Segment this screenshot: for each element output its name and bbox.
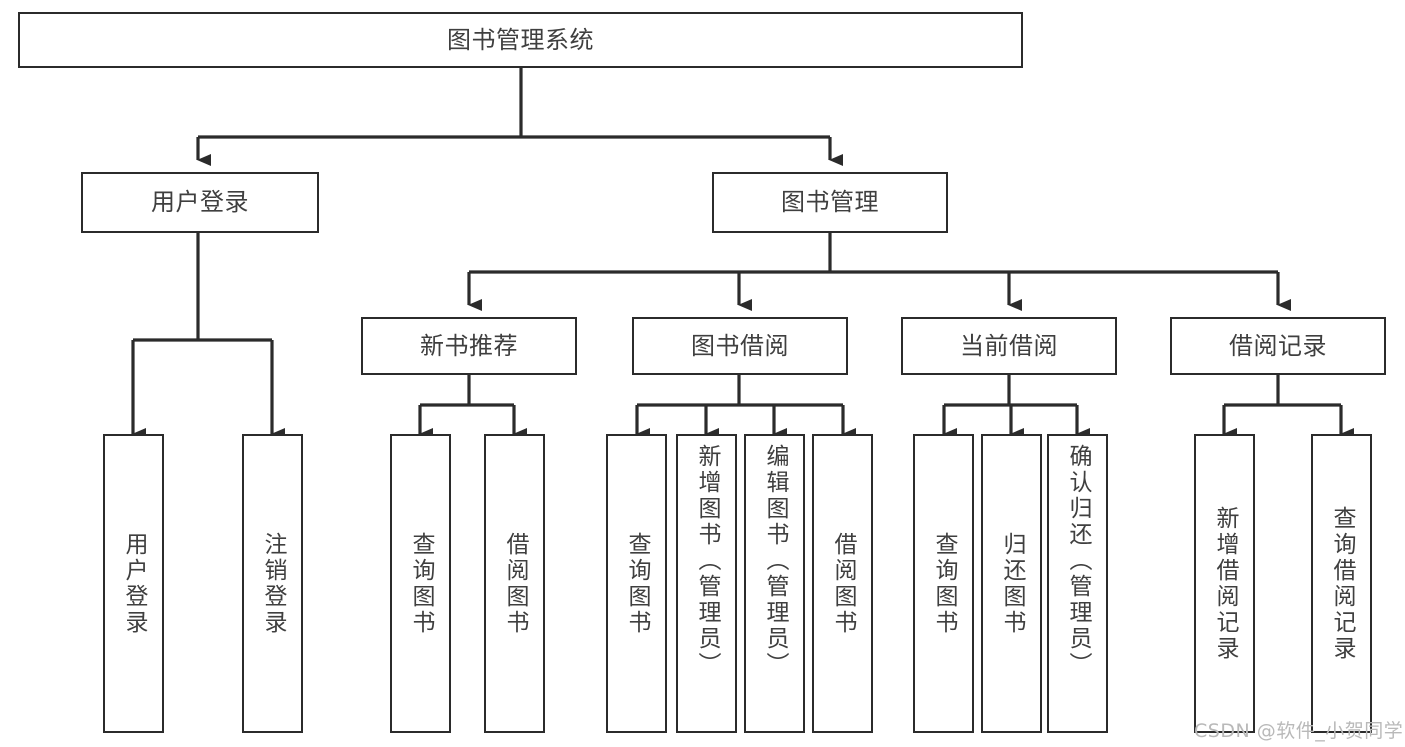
- node-leaf-confirm-return[interactable]: 确认归还（管理员）: [1047, 434, 1108, 733]
- node-root[interactable]: 图书管理系统: [18, 12, 1023, 68]
- node-leaf-edit-book[interactable]: 编辑图书（管理员）: [744, 434, 805, 733]
- node-leaf-query-book-current-label: 查询图书: [931, 531, 957, 636]
- node-book-management[interactable]: 图书管理: [712, 172, 948, 233]
- node-leaf-confirm-return-label: 确认归还（管理员）: [1065, 444, 1091, 678]
- node-leaf-query-book-borrow[interactable]: 查询图书: [606, 434, 667, 733]
- node-new-book-recommend[interactable]: 新书推荐: [361, 317, 577, 375]
- node-leaf-edit-book-label: 编辑图书（管理员）: [762, 444, 788, 678]
- node-root-label: 图书管理系统: [447, 25, 594, 54]
- node-leaf-user-login[interactable]: 用户登录: [103, 434, 164, 733]
- node-leaf-borrow-book-label: 借阅图书: [830, 531, 856, 636]
- node-leaf-query-borrow-record-label: 查询借阅记录: [1329, 505, 1355, 662]
- node-leaf-borrow-book[interactable]: 借阅图书: [812, 434, 873, 733]
- node-current-borrow[interactable]: 当前借阅: [901, 317, 1117, 375]
- node-book-borrow[interactable]: 图书借阅: [632, 317, 848, 375]
- node-user-login-label: 用户登录: [151, 188, 249, 217]
- node-book-management-label: 图书管理: [781, 188, 879, 217]
- node-new-book-recommend-label: 新书推荐: [420, 331, 518, 360]
- node-leaf-query-borrow-record[interactable]: 查询借阅记录: [1311, 434, 1372, 733]
- node-borrow-records[interactable]: 借阅记录: [1170, 317, 1386, 375]
- node-leaf-borrow-book-newbook-label: 借阅图书: [502, 531, 528, 636]
- node-leaf-query-book-borrow-label: 查询图书: [624, 531, 650, 636]
- node-leaf-return-book[interactable]: 归还图书: [981, 434, 1042, 733]
- node-leaf-query-book-newbook-label: 查询图书: [408, 531, 434, 636]
- node-leaf-add-book[interactable]: 新增图书（管理员）: [676, 434, 737, 733]
- node-leaf-logout-label: 注销登录: [260, 531, 286, 636]
- node-user-login[interactable]: 用户登录: [81, 172, 319, 233]
- node-leaf-add-book-label: 新增图书（管理员）: [694, 444, 720, 678]
- node-leaf-add-borrow-record[interactable]: 新增借阅记录: [1194, 434, 1255, 733]
- node-current-borrow-label: 当前借阅: [960, 331, 1058, 360]
- node-leaf-return-book-label: 归还图书: [999, 531, 1025, 636]
- watermark-text: CSDN @软件_小贺同学: [1194, 720, 1404, 742]
- node-borrow-records-label: 借阅记录: [1229, 331, 1327, 360]
- node-leaf-query-book-current[interactable]: 查询图书: [913, 434, 974, 733]
- node-leaf-logout[interactable]: 注销登录: [242, 434, 303, 733]
- node-leaf-user-login-label: 用户登录: [121, 531, 147, 636]
- node-leaf-query-book-newbook[interactable]: 查询图书: [390, 434, 451, 733]
- node-leaf-borrow-book-newbook[interactable]: 借阅图书: [484, 434, 545, 733]
- node-book-borrow-label: 图书借阅: [691, 331, 789, 360]
- node-leaf-add-borrow-record-label: 新增借阅记录: [1212, 505, 1238, 662]
